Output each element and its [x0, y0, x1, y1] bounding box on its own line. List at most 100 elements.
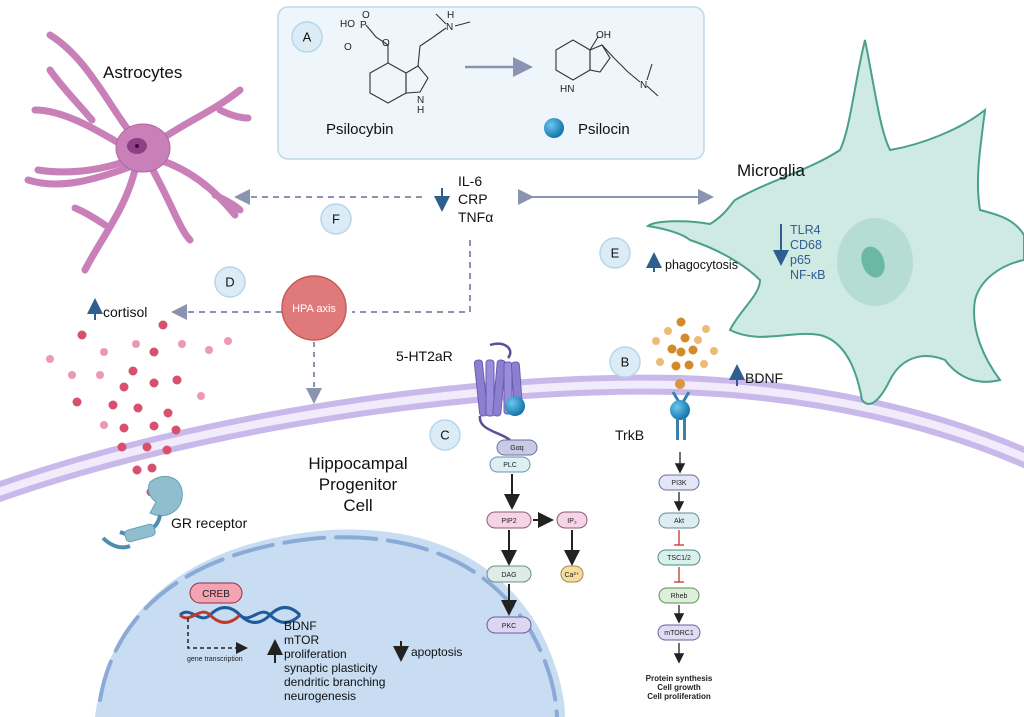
astrocytes-label: Astrocytes [103, 63, 182, 82]
psilocin-bound-icon [505, 396, 525, 416]
psilocybin-structure: HO O P O O N H N H Psilocybin [326, 10, 471, 138]
marker-tlr4: TLR4 [790, 223, 821, 237]
label-circle-f: F [320, 203, 352, 235]
node-pkc: PKC [486, 616, 532, 634]
label-circle-d: D [214, 266, 246, 298]
cortisol-molecule [158, 320, 168, 330]
cytokine-il6: IL-6 [458, 173, 482, 189]
label-circle-c: C [429, 419, 461, 451]
psilocin-structure: OH HN N Psilocin [544, 30, 659, 138]
bdnf-molecule [664, 327, 672, 335]
cortisol-label: cortisol [103, 304, 147, 320]
bdnf-label: BDNF [745, 370, 783, 386]
bdnf-molecules [652, 317, 718, 371]
trkb-label: TrkB [615, 427, 644, 443]
cortisol-molecule [68, 371, 76, 379]
bdnf-molecule [676, 347, 686, 357]
svg-text:Rheb: Rheb [671, 593, 688, 600]
psilocin-ball-icon [544, 118, 564, 138]
cortisol-molecule [117, 442, 127, 452]
svg-text:Akt: Akt [674, 518, 684, 525]
cortisol-molecule [128, 366, 138, 376]
microglia-label: Microglia [737, 161, 806, 180]
atom-nh: N [417, 95, 424, 106]
cortisol-molecule [178, 340, 186, 348]
label-circle-b: B [609, 346, 641, 378]
trkb-receptor [670, 379, 691, 440]
label-a-text: A [303, 30, 312, 45]
atom-o-minus: O [362, 10, 370, 21]
svg-text:DAG: DAG [501, 572, 516, 579]
node-mtorc1: mTORC1 [657, 624, 701, 641]
creb-label: CREB [202, 589, 230, 600]
cortisol-molecule [171, 425, 181, 435]
cytokine-crp: CRP [458, 191, 488, 207]
node-pip2: PIP2 [486, 511, 532, 529]
trkb-pathway: PI3K Akt TSC1/2 Rheb mTORC1 Protein synt… [646, 452, 713, 701]
cortisol-molecule [46, 355, 54, 363]
node-ca: Ca²⁺ [560, 565, 584, 583]
svg-text:E: E [611, 246, 620, 261]
cortisol-molecule [119, 423, 129, 433]
node-tsc: TSC1/2 [657, 549, 701, 566]
svg-text:PI3K: PI3K [671, 480, 687, 487]
atom-hn: HN [560, 84, 574, 95]
atom-o2: O [344, 42, 352, 53]
svg-text:dendritic branching: dendritic branching [284, 675, 385, 689]
cortisol-molecule [72, 397, 82, 407]
marker-nfkb: NF-κB [790, 268, 825, 282]
atom-ho: HO [340, 19, 355, 30]
atom-nh-h: H [417, 105, 424, 116]
psilocin-label: Psilocin [578, 121, 630, 138]
cortisol-molecule [149, 421, 159, 431]
phagocytosis-label: phagocytosis [665, 258, 738, 272]
gr-receptor [101, 476, 183, 550]
node-gaq: Gαq [496, 439, 538, 456]
cortisol-molecule [197, 392, 205, 400]
node-akt: Akt [658, 512, 700, 529]
gr-receptor-label: GR receptor [171, 515, 248, 531]
svg-text:C: C [440, 428, 449, 443]
up-effects-list: BDNF mTOR proliferation synaptic plastic… [284, 619, 385, 703]
astrocyte-cell [24, 31, 252, 274]
gene-transcription-label: gene transcription [187, 656, 243, 663]
bdnf-molecule [700, 360, 708, 368]
cortisol-molecule [96, 371, 104, 379]
atom-p: P [360, 20, 367, 31]
psilocybin-label: Psilocybin [326, 121, 394, 138]
bdnf-molecule [688, 345, 698, 355]
svg-text:PIP2: PIP2 [501, 518, 516, 525]
svg-text:IP₃: IP₃ [567, 518, 577, 525]
svg-text:Cell: Cell [343, 496, 372, 515]
atom-o: O [382, 38, 390, 49]
svg-text:BDNF: BDNF [284, 619, 317, 633]
outcome-protein-synthesis: Protein synthesis [646, 674, 713, 683]
atom-n-plus: N [446, 22, 453, 33]
svg-text:Ca²⁺: Ca²⁺ [565, 572, 580, 579]
svg-text:TSC1/2: TSC1/2 [667, 555, 691, 562]
node-rheb: Rheb [658, 587, 700, 604]
cortisol-molecules [46, 320, 232, 497]
cortisol-molecule [149, 347, 159, 357]
label-circle-e: E [599, 237, 631, 269]
bdnf-molecule [680, 333, 690, 343]
svg-text:F: F [332, 212, 340, 227]
svg-text:Progenitor: Progenitor [319, 475, 398, 494]
svg-text:Gαq: Gαq [510, 445, 523, 452]
svg-text:PLC: PLC [503, 462, 517, 469]
marker-p65: p65 [790, 253, 811, 267]
svg-text:neurogenesis: neurogenesis [284, 689, 356, 703]
cortisol-molecule [162, 445, 172, 455]
outcome-cell-growth: Cell growth [657, 683, 701, 692]
cortisol-molecule [142, 442, 152, 452]
cortisol-molecule [100, 421, 108, 429]
bdnf-molecule [676, 317, 686, 327]
svg-text:Hippocampal: Hippocampal [308, 454, 407, 473]
cytokine-tnfa: TNFα [458, 209, 493, 225]
hpa-label: HPA axis [292, 303, 336, 315]
svg-text:mTOR: mTOR [284, 633, 319, 647]
cortisol-molecule [132, 465, 142, 475]
svg-text:proliferation: proliferation [284, 647, 347, 661]
bdnf-molecule [694, 336, 702, 344]
